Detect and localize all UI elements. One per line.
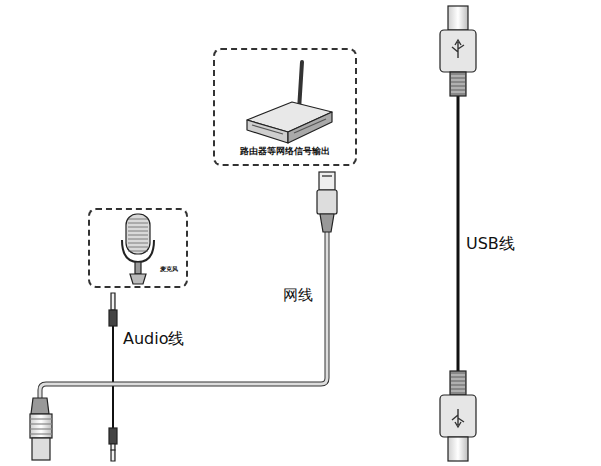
network-cable — [30, 172, 337, 460]
router-box: 路由器等网络信号输出 — [213, 48, 357, 166]
cable-label: Audio线 — [123, 329, 184, 350]
node-label: 路由器等网络信号输出 — [240, 145, 330, 158]
microphone-box: 麦克风 — [88, 208, 188, 288]
usb-cable — [440, 6, 476, 461]
audio-cable — [109, 293, 117, 461]
node-label: 麦克风 — [160, 265, 178, 274]
router-picture — [247, 62, 332, 143]
cable-label: USB线 — [466, 234, 515, 255]
cable-label: 网线 — [283, 286, 313, 305]
microphone-picture — [122, 214, 154, 284]
